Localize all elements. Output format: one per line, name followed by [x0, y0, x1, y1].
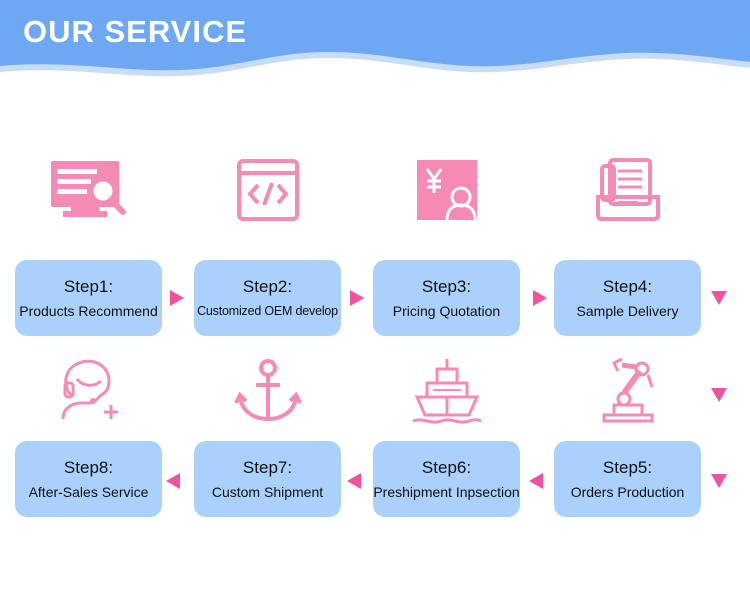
- step-label: Custom Shipment: [211, 484, 324, 500]
- arrow-left-icon: [166, 473, 180, 489]
- header-banner: OUR SERVICE: [0, 0, 750, 84]
- yen-price-icon: [407, 157, 487, 227]
- ship-icon: [407, 357, 487, 427]
- step-6-box: Step6: Preshipment Inpsection: [373, 441, 520, 517]
- step-7-box: Step7: Custom Shipment: [194, 441, 341, 517]
- arrow-right-icon: [350, 290, 364, 306]
- page-title: OUR SERVICE: [23, 14, 248, 49]
- arrow-left-icon: [347, 473, 361, 489]
- step-number: Step6:: [421, 458, 472, 477]
- step-2-box: Step2: Customized OEM develop: [194, 260, 341, 336]
- arrow-down-icon: [711, 388, 727, 402]
- step-5-box: Step5: Orders Production: [554, 441, 701, 517]
- step-label: Pricing Quotation: [392, 303, 501, 319]
- robot-arm-icon: [588, 357, 668, 427]
- step-number: Step5:: [602, 458, 653, 477]
- step-4-box: Step4: Sample Delivery: [554, 260, 701, 336]
- step-number: Step7:: [242, 458, 293, 477]
- step-label: Preshipment Inpsection: [373, 484, 520, 500]
- step-label: Sample Delivery: [576, 303, 679, 319]
- step-1-box: Step1: Products Recommend: [15, 260, 162, 336]
- step-number: Step4:: [602, 277, 653, 296]
- code-window-icon: [228, 157, 308, 227]
- customer-support-icon: [49, 357, 129, 427]
- arrow-down-icon: [711, 474, 727, 488]
- monitor-search-icon: [49, 157, 129, 227]
- step-number: Step8:: [63, 458, 114, 477]
- step-label: Customized OEM develop: [197, 304, 338, 318]
- document-tray-icon: [588, 157, 668, 227]
- step-label: Products Recommend: [19, 303, 158, 319]
- step-label: Orders Production: [570, 484, 685, 500]
- arrow-left-icon: [529, 473, 543, 489]
- wave-banner-shape: [0, 0, 750, 77]
- step-3-box: Step3: Pricing Quotation: [373, 260, 520, 336]
- step-number: Step2:: [242, 277, 293, 296]
- step-number: Step3:: [421, 277, 472, 296]
- arrow-right-icon: [170, 290, 184, 306]
- arrow-down-icon: [711, 291, 727, 305]
- step-label: After-Sales Service: [28, 484, 149, 500]
- anchor-icon: [228, 357, 308, 427]
- arrow-right-icon: [533, 290, 547, 306]
- step-number: Step1:: [63, 277, 114, 296]
- step-8-box: Step8: After-Sales Service: [15, 441, 162, 517]
